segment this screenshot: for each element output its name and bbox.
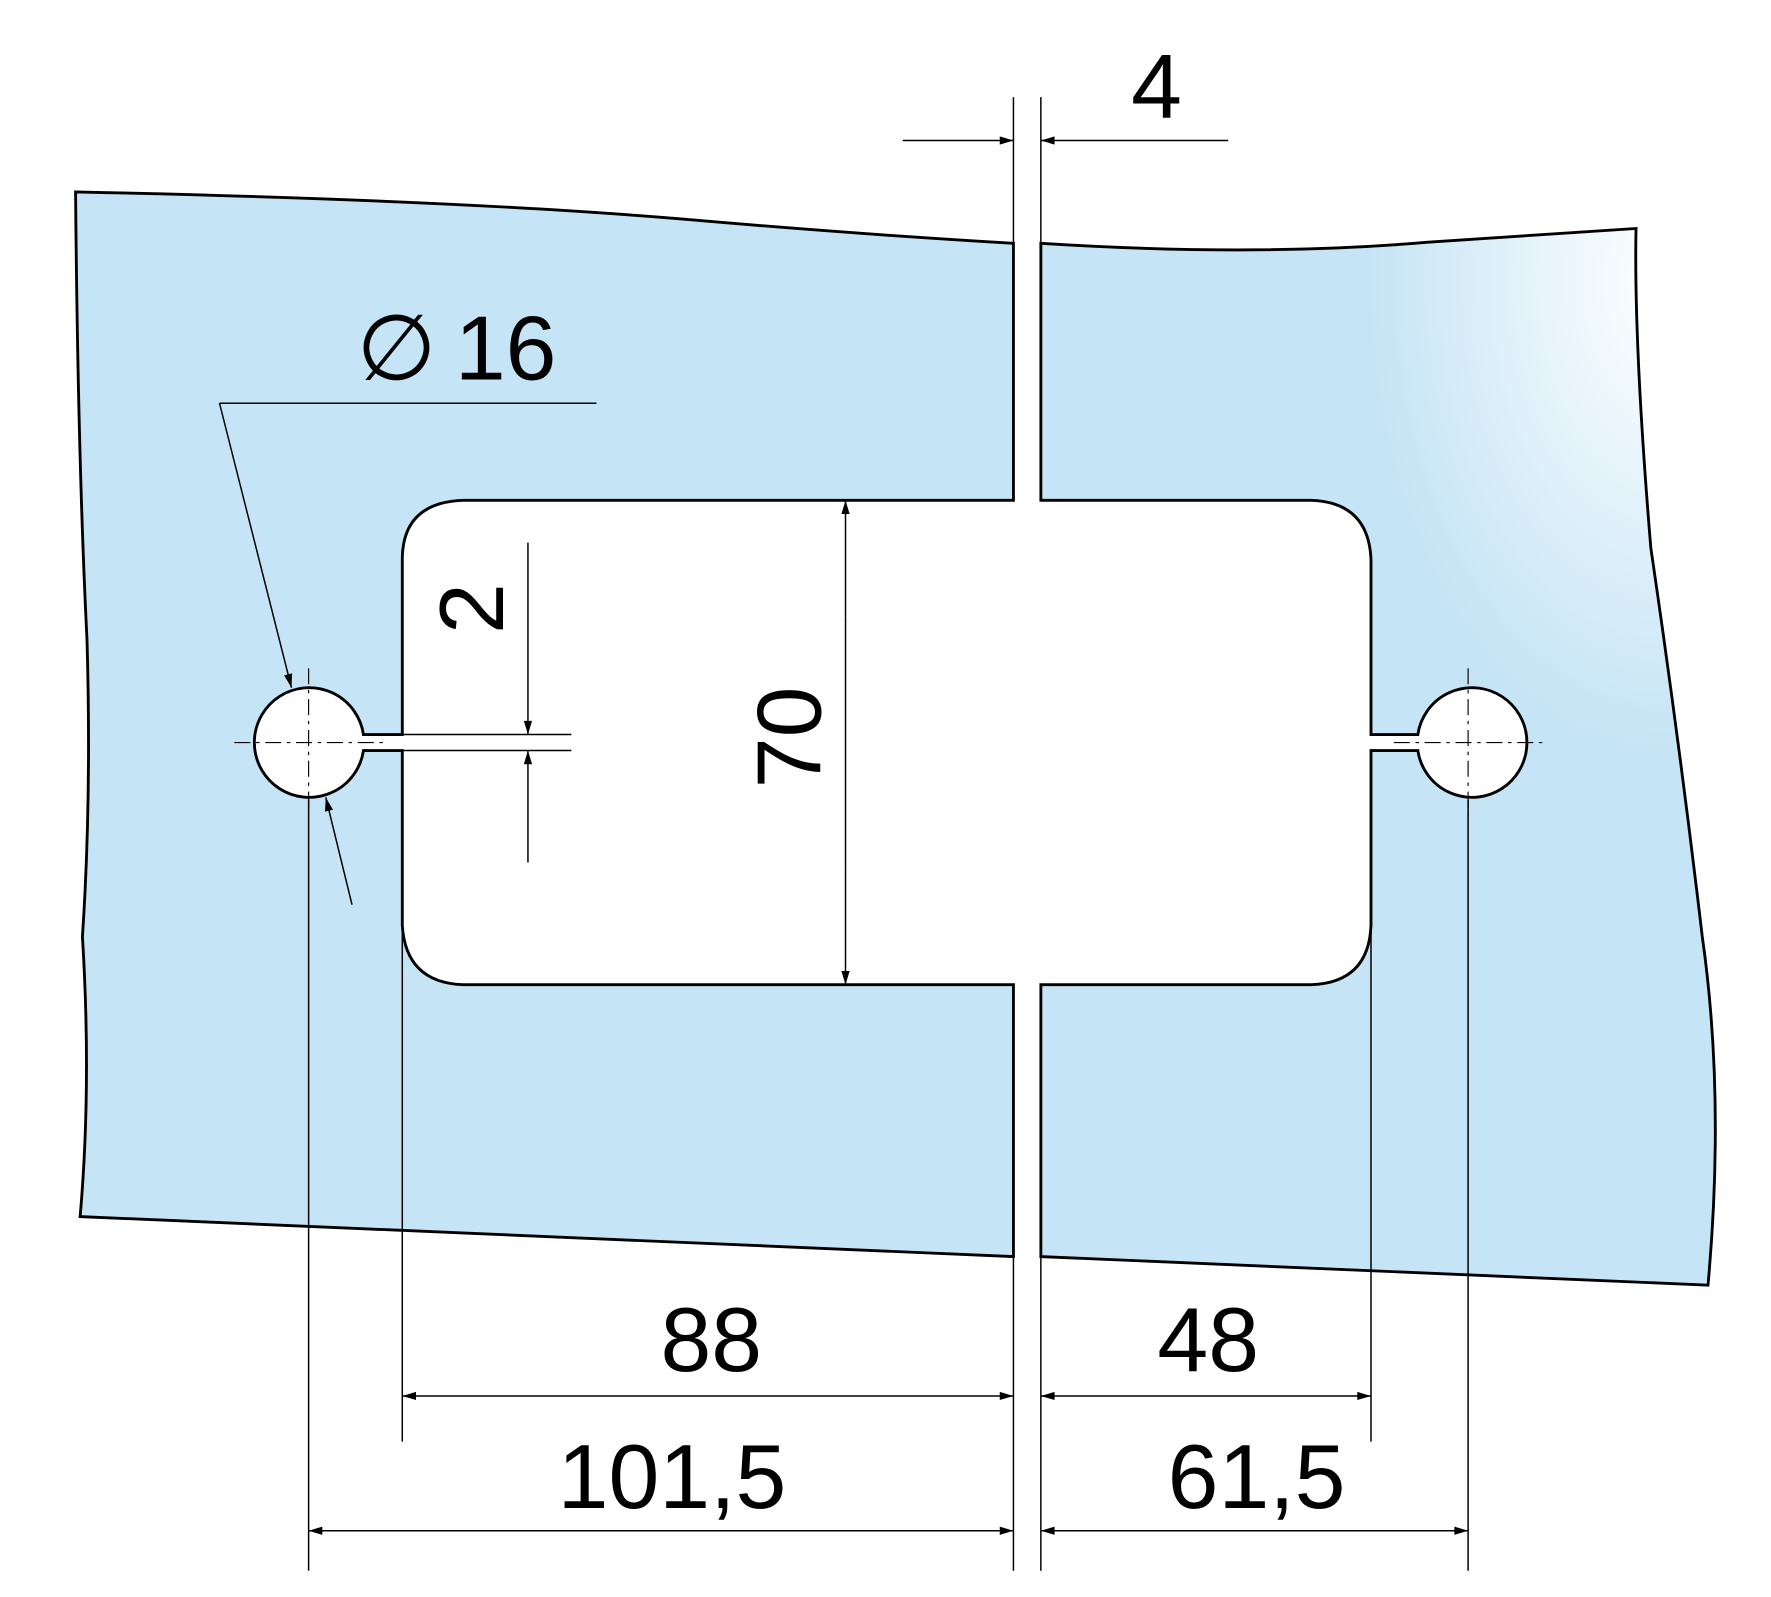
gap-value: 4 [1131,36,1182,138]
right-cutout-width-dimension: 48 [1040,1289,1371,1401]
left-glass-panel [74,190,1015,1259]
right-hole-distance-dimension: 61,5 [1040,1426,1469,1535]
left-hole-centerlines [234,668,383,817]
hole-diameter-value: 16 [455,297,557,399]
right-hole-distance-value: 61,5 [1168,1426,1346,1528]
cutout-height-value: 70 [738,687,840,789]
slot-width-dimension: 2 [363,542,572,863]
right-cutout-width-value: 48 [1157,1289,1259,1391]
gap-dimension: 4 [902,36,1229,244]
left-cutout-width-value: 88 [660,1289,762,1391]
left-hole-distance-dimension: 101,5 [308,1426,1014,1535]
right-glass-panel [1039,226,1717,1287]
right-hole-centerlines [1393,668,1543,817]
left-cutout-width-dimension: 88 [402,1289,1014,1401]
cutout-height-dimension: 70 [738,500,850,985]
slot-width-value: 2 [421,583,523,634]
hole-diameter-dimension: ∅ 16 [218,297,597,905]
diameter-symbol: ∅ [357,297,437,399]
left-hole-distance-value: 101,5 [558,1426,787,1528]
